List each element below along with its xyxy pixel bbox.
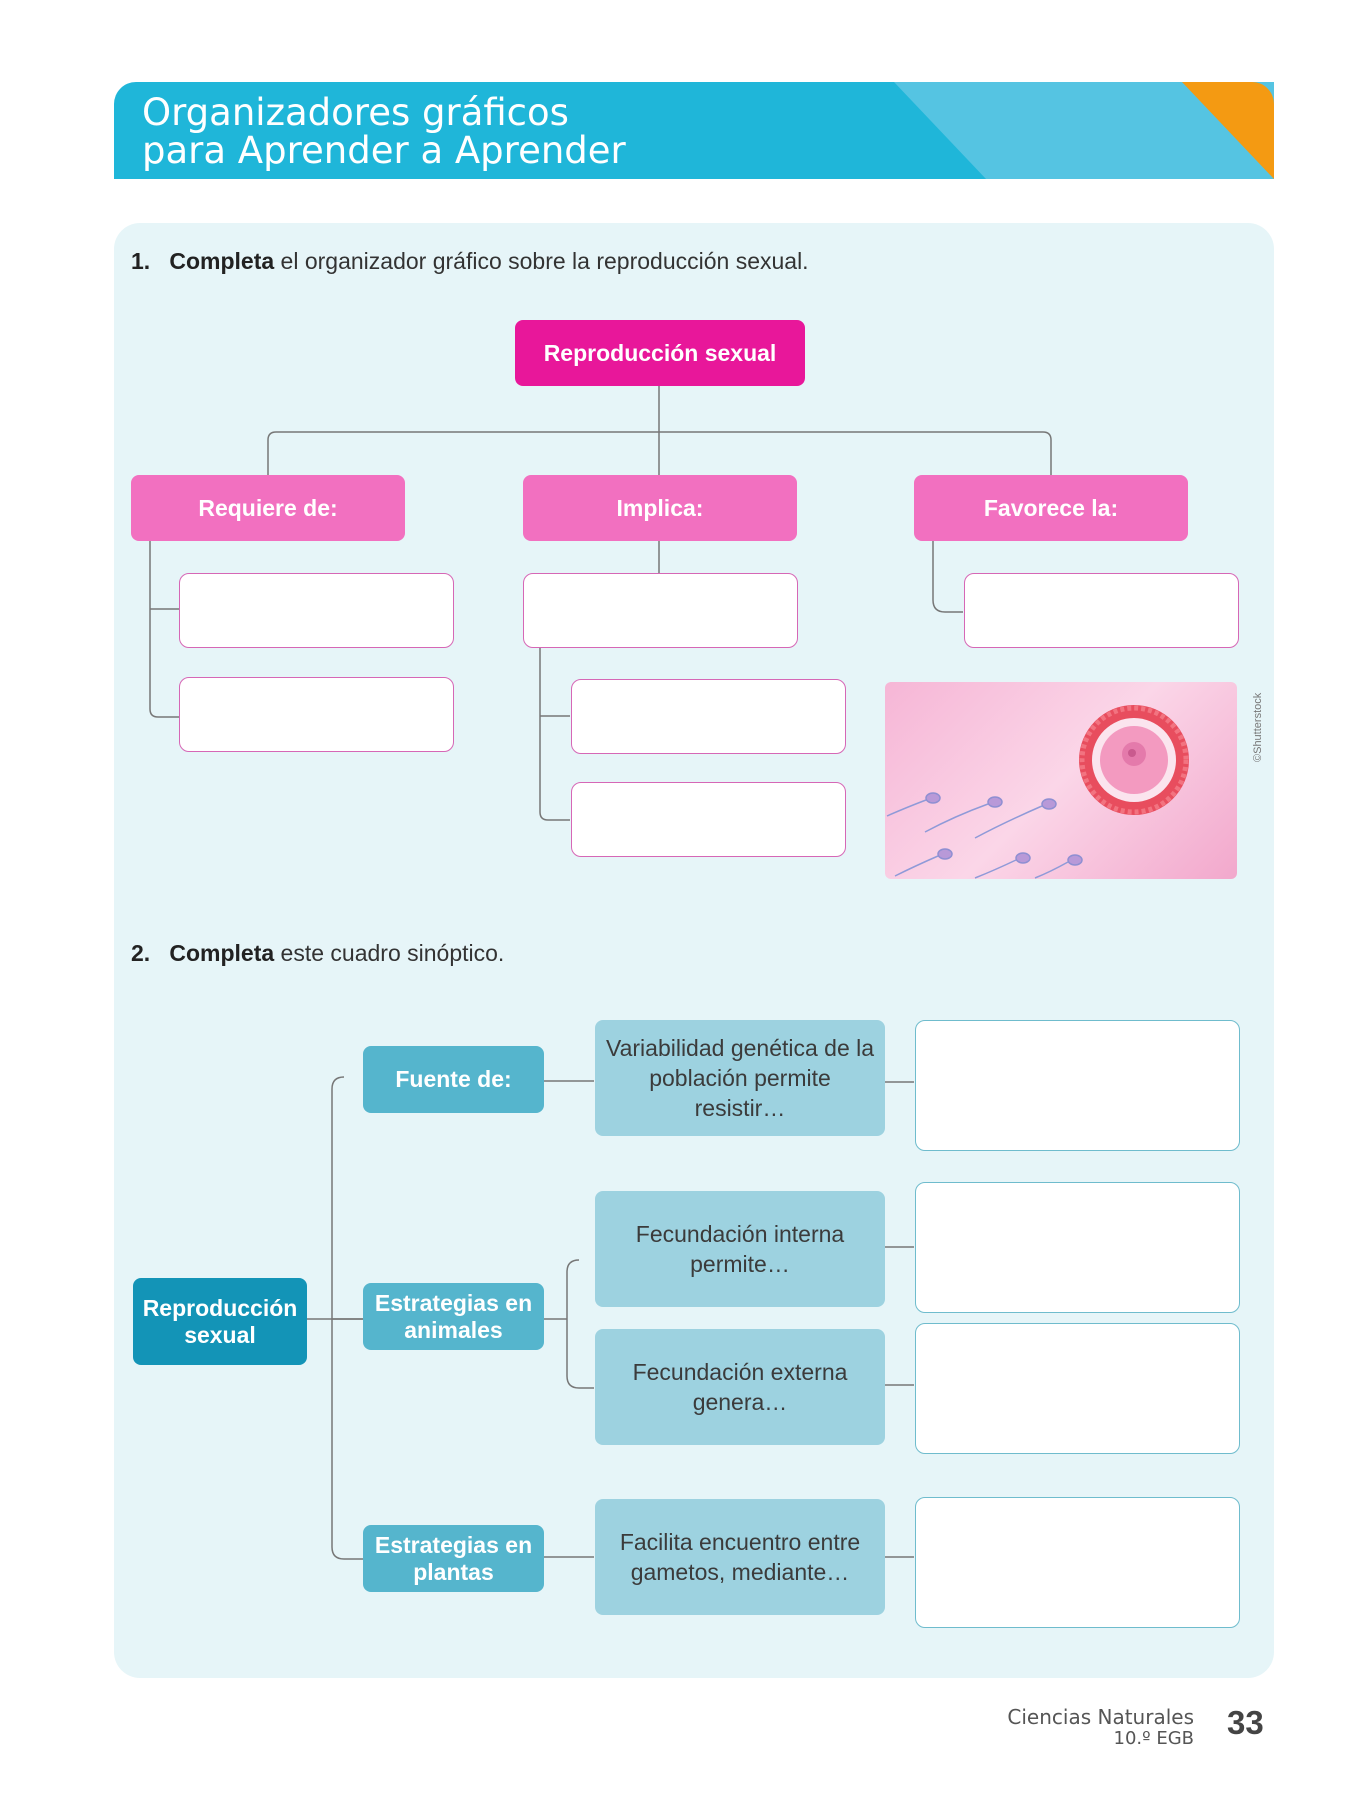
exercise-1-number: 1. xyxy=(131,248,151,274)
prompt-encuentro-gametos: Facilita encuentro entre gametos, median… xyxy=(595,1499,885,1615)
page-number: 33 xyxy=(1227,1704,1264,1741)
category-estrategias-animales: Estrategias en animales xyxy=(363,1283,544,1350)
answer-field-requiere-1[interactable] xyxy=(179,573,454,648)
header-banner: Organizadores gráficos para Aprender a A… xyxy=(114,82,1274,179)
answer-field-fecundacion-interna[interactable] xyxy=(915,1182,1240,1313)
exercise-1-verb: Completa xyxy=(169,248,275,274)
exercise-2-instruction: 2. Completa este cuadro sinóptico. xyxy=(131,940,504,967)
answer-field-fecundacion-externa[interactable] xyxy=(915,1323,1240,1454)
exercise-2-verb: Completa xyxy=(169,940,275,966)
page-title: Organizadores gráficos para Aprender a A… xyxy=(142,94,626,170)
branch-requiere-de: Requiere de: xyxy=(131,475,405,541)
prompt-variabilidad-genetica: Variabilidad genética de la población pe… xyxy=(595,1020,885,1136)
answer-field-encuentro-gametos[interactable] xyxy=(915,1497,1240,1628)
synoptic-root-reproduccion-sexual: Reproducción sexual xyxy=(133,1278,307,1365)
dua-badge-subtitle: Acción y expresión xyxy=(950,52,1145,78)
category-estrategias-plantas: Estrategias en plantas xyxy=(363,1525,544,1592)
title-line-1: Organizadores gráficos xyxy=(142,91,569,134)
answer-field-implica-3[interactable] xyxy=(571,782,846,857)
category-fuente-de: Fuente de: xyxy=(363,1046,544,1113)
title-line-2: para Aprender a Aprender xyxy=(142,129,626,172)
answer-field-requiere-2[interactable] xyxy=(179,677,454,752)
answer-field-variabilidad[interactable] xyxy=(915,1020,1240,1151)
branch-favorece-la: Favorece la: xyxy=(914,475,1188,541)
exercise-2-text: este cuadro sinóptico. xyxy=(274,940,505,966)
exercise-2-number: 2. xyxy=(131,940,151,966)
branch-implica: Implica: xyxy=(523,475,797,541)
footer-grade: 10.º EGB xyxy=(1113,1728,1195,1749)
answer-field-implica-2[interactable] xyxy=(571,679,846,754)
answer-field-implica-1[interactable] xyxy=(523,573,798,648)
dua-badge-title: DUA xyxy=(1017,20,1077,50)
image-credit: ©Shutterstock xyxy=(1252,692,1264,762)
answer-field-favorece[interactable] xyxy=(964,573,1239,648)
egg-and-sperm-graphic xyxy=(886,705,1189,879)
prompt-fecundacion-interna: Fecundación interna permite… xyxy=(595,1191,885,1307)
prompt-fecundacion-externa: Fecundación externa genera… xyxy=(595,1329,885,1445)
fertilization-illustration xyxy=(885,682,1237,879)
map-root-reproduccion-sexual: Reproducción sexual xyxy=(515,320,805,386)
footer-subject: Ciencias Naturales xyxy=(1007,1705,1194,1729)
exercise-1-text: el organizador gráfico sobre la reproduc… xyxy=(274,248,809,274)
exercise-1-instruction: 1. Completa el organizador gráfico sobre… xyxy=(131,248,809,275)
